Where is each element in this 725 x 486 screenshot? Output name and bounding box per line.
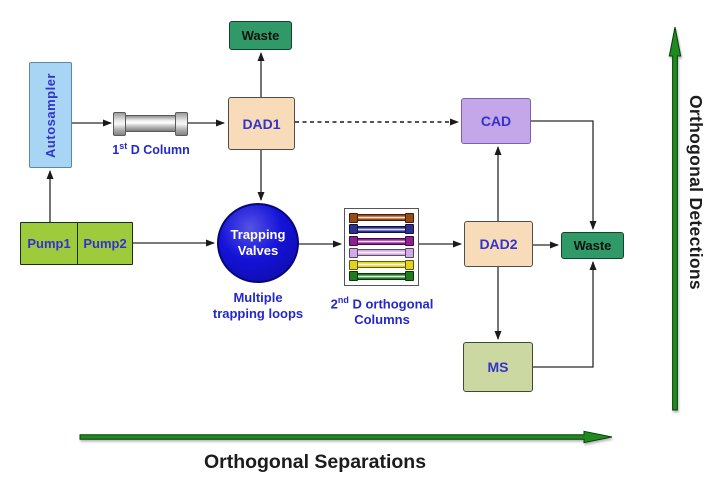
caption2-base: 2 <box>330 296 338 312</box>
first-d-column-pictogram <box>113 112 188 136</box>
autosampler-label: Autosampler <box>43 72 58 158</box>
x-axis-arrow <box>79 430 613 444</box>
first-d-column-caption: 1st D Column <box>103 138 199 158</box>
column-endcap-right <box>175 112 188 136</box>
ms-label: MS <box>487 359 509 375</box>
mini-column-endcap <box>405 247 414 258</box>
caption-sup: st <box>119 141 128 151</box>
loops-line1: Multiple <box>233 290 283 305</box>
mini-column-rod <box>358 214 405 222</box>
arrow-cad-to-waste <box>531 120 597 230</box>
caption-rest: D Column <box>127 143 190 158</box>
mini-column-rod <box>358 237 405 245</box>
mini-column-endcap <box>405 224 414 235</box>
mini-column-endcap <box>349 212 358 223</box>
mini-column <box>349 236 414 247</box>
dad1-label: DAD1 <box>242 115 281 132</box>
caption-base: 1 <box>112 143 120 158</box>
waste-top-box: Waste <box>229 21 292 50</box>
pump1-label: Pump1 <box>27 236 71 251</box>
caption2-sup: nd <box>337 295 349 305</box>
mini-column-rod <box>358 272 405 280</box>
mini-column-endcap <box>405 271 414 282</box>
column-endcap-left <box>113 112 126 136</box>
dad2-label: DAD2 <box>479 236 518 252</box>
autosampler-box: Autosampler <box>29 62 72 168</box>
mini-column <box>349 224 414 235</box>
mini-column-endcap <box>349 259 358 270</box>
caption2-line2: Columns <box>354 312 410 328</box>
mini-column <box>349 247 414 258</box>
mini-column <box>349 259 414 270</box>
waste-right-label: Waste <box>573 238 612 253</box>
dad2-box: DAD2 <box>464 221 533 267</box>
ms-box: MS <box>463 342 533 392</box>
mini-column-rod <box>358 225 405 233</box>
multiple-loops-caption: Multiple trapping loops <box>193 290 323 322</box>
waste-top-label: Waste <box>241 28 280 43</box>
trapping-valves-label: Trapping Valves <box>231 227 286 259</box>
mini-column-endcap <box>405 236 414 247</box>
loops-line2: trapping loops <box>212 306 304 321</box>
mini-column-endcap <box>349 247 358 258</box>
mini-column <box>349 271 414 282</box>
column-tube <box>121 115 182 132</box>
cad-box: CAD <box>461 98 531 144</box>
pump2-box: Pump2 <box>77 222 133 265</box>
dad1-box: DAD1 <box>228 97 295 150</box>
trapping-line2: Valves <box>237 243 279 258</box>
y-axis-label: Orthogonal Detections <box>686 95 706 290</box>
trapping-valves-circle: Trapping Valves <box>217 203 299 283</box>
mini-column-endcap <box>349 271 358 282</box>
mini-column-endcap <box>405 259 414 270</box>
cad-label: CAD <box>480 113 512 129</box>
trapping-line1: Trapping <box>230 227 286 242</box>
waste-right-box: Waste <box>561 232 624 259</box>
mini-column <box>349 212 414 223</box>
arrow-ms-to-waste <box>533 261 597 368</box>
mini-column-rod <box>358 249 405 257</box>
mini-column-endcap <box>405 212 414 223</box>
pump2-label: Pump2 <box>83 236 127 251</box>
pump1-box: Pump1 <box>20 222 78 265</box>
mini-column-endcap <box>349 236 358 247</box>
second-d-columns-pictogram <box>344 208 419 286</box>
second-d-columns-caption: 2nd D orthogonal Columns <box>316 292 448 328</box>
mini-column-endcap <box>349 224 358 235</box>
y-axis-arrow <box>668 26 682 411</box>
x-axis-label: Orthogonal Separations <box>203 451 427 473</box>
caption2-rest: D orthogonal <box>348 296 434 312</box>
mini-column-rod <box>358 261 405 269</box>
